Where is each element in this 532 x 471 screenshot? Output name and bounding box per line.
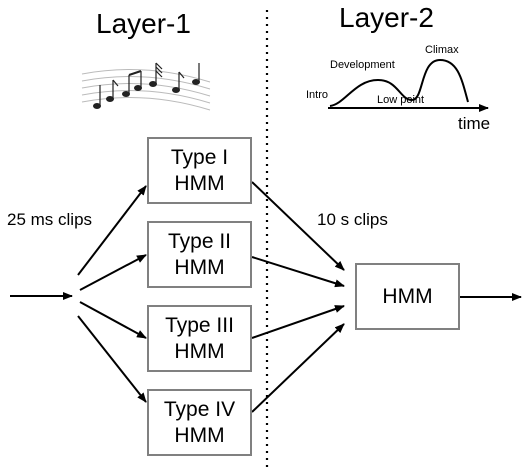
arrow-to-type1 xyxy=(77,185,147,276)
final-hmm-label: HMM xyxy=(382,284,433,308)
arrow-from-type3 xyxy=(251,305,345,339)
story-intro-label: Intro xyxy=(306,89,329,101)
hmm-label: HMM xyxy=(174,339,225,363)
arrow-from-type1 xyxy=(251,181,345,271)
time-axis-label: time xyxy=(458,114,491,133)
hmm-label: HMM xyxy=(174,171,225,195)
type2-hmm-box: Type II HMM xyxy=(147,221,252,288)
arrow-from-type4 xyxy=(251,323,345,413)
story-curve-graph xyxy=(328,58,489,112)
short-clips-label: 25 ms clips xyxy=(7,210,93,229)
story-development-label: Development xyxy=(330,59,395,71)
arrow-to-type2 xyxy=(79,254,147,291)
story-low-point-label: Low point xyxy=(377,94,425,106)
layer1-title: Layer-1 xyxy=(96,8,191,39)
long-clips-label: 10 s clips xyxy=(317,210,388,229)
type4-hmm-box: Type IV HMM xyxy=(147,389,252,456)
hmm-type-label: Type II xyxy=(167,229,232,253)
hmm-type-label: Type III xyxy=(165,313,234,337)
hmm-label: HMM xyxy=(174,423,225,447)
final-hmm-box: HMM xyxy=(355,263,460,330)
arrow-to-type3 xyxy=(79,301,147,339)
hmm-label: HMM xyxy=(174,255,225,279)
type3-hmm-box: Type III HMM xyxy=(147,305,252,372)
arrow-from-type2 xyxy=(251,256,345,288)
arrow-to-type4 xyxy=(77,315,147,403)
hmm-type-label: Type I xyxy=(170,145,229,169)
music-staff-icon xyxy=(81,62,211,111)
story-curve xyxy=(329,58,469,107)
hmm-type-label: Type IV xyxy=(163,397,236,421)
type1-hmm-box: Type I HMM xyxy=(147,137,252,204)
story-climax-label: Climax xyxy=(425,44,459,56)
layer2-title: Layer-2 xyxy=(339,2,434,33)
